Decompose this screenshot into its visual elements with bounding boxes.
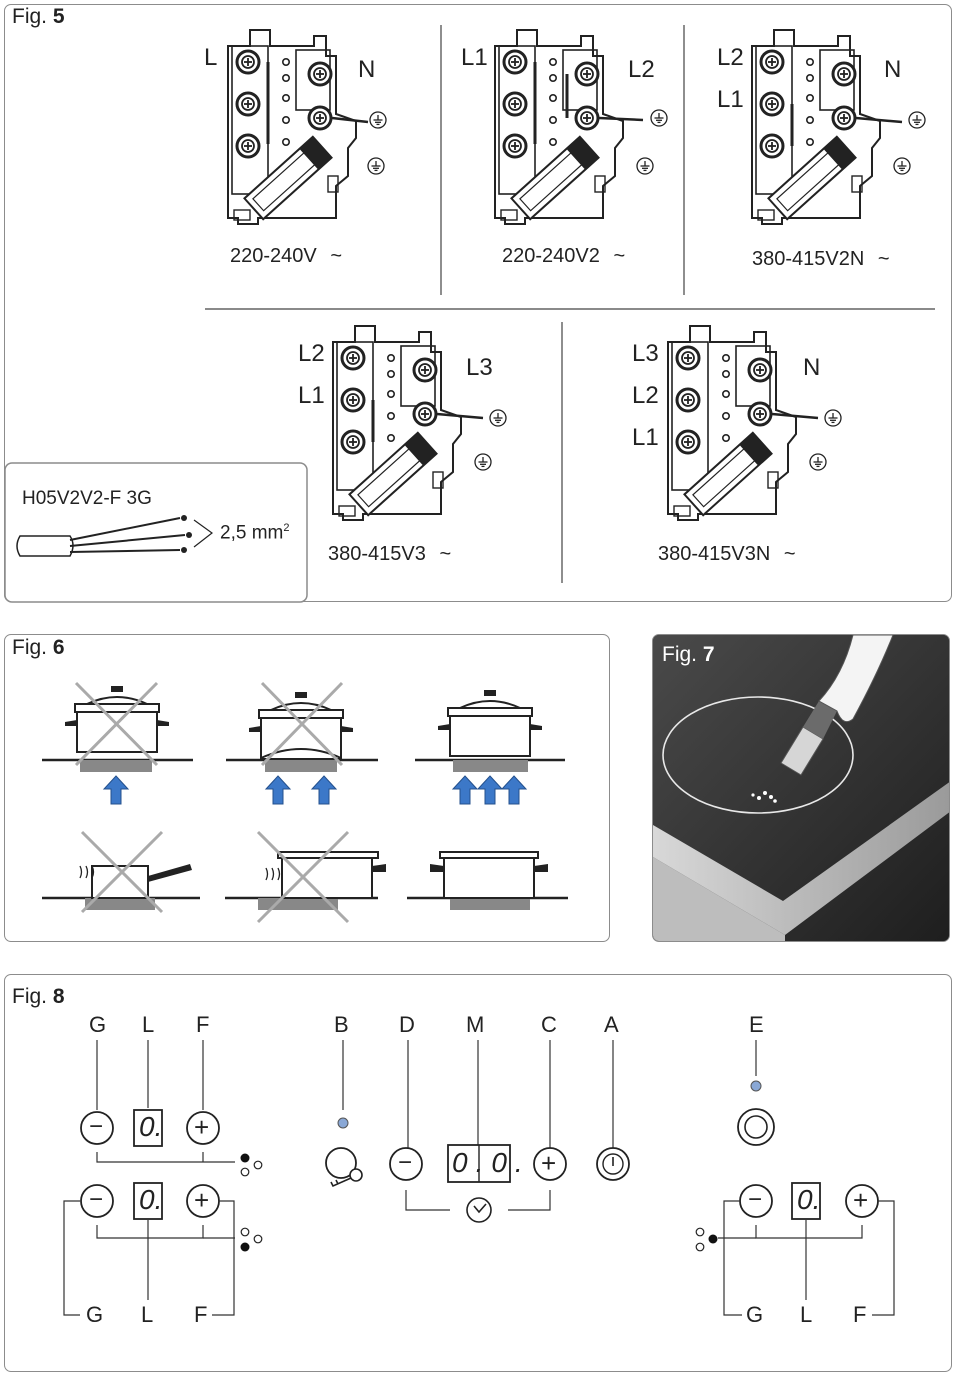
fig8-label-l-bottom-right: L [800, 1302, 813, 1327]
fig8-label-m: M [466, 1012, 485, 1037]
fig7-caption: Fig. 7 [662, 643, 715, 666]
fig7-drawing [653, 635, 949, 941]
fig8-caption: Fig. 8 [12, 985, 65, 1008]
diagram2-voltage: 220-240V2 ~ [502, 245, 626, 267]
diagram2-label-l1: L1 [461, 44, 488, 71]
timer-clock-icon [466, 1197, 492, 1223]
diagram5-voltage: 380-415V3N ~ [658, 543, 796, 565]
cable-illustration [16, 515, 214, 557]
fig7-panel [652, 634, 950, 942]
diagram1-label-n: N [358, 56, 376, 83]
cable-section: 2,5 mm2 [220, 522, 290, 544]
timer-display: 0.0. [452, 1147, 531, 1178]
diagram4-label-l1: L1 [298, 382, 325, 409]
extra-zone-button[interactable] [737, 1108, 775, 1146]
timer-minus-button[interactable]: − [398, 1149, 413, 1176]
minus-button-right[interactable]: − [748, 1186, 763, 1213]
diagram3-voltage: 380-415V2N ~ [752, 248, 890, 270]
fig6-caption: Fig. 6 [12, 636, 65, 659]
diagram5-label-l2: L2 [632, 382, 659, 409]
diagram5-label-l3: L3 [632, 340, 659, 367]
fig8-label-f-top: F [196, 1012, 210, 1037]
fig8-label-d: D [399, 1012, 415, 1037]
diagram3-label-l1: L1 [717, 86, 744, 113]
diagram5-label-n: N [803, 354, 821, 381]
fig8-label-b: B [334, 1012, 349, 1037]
fig8-label-a: A [604, 1012, 619, 1037]
diagram4-label-l3: L3 [466, 354, 493, 381]
fig8-label-g-bottom-right: G [746, 1302, 764, 1327]
fig8-label-g-bottom-left: G [86, 1302, 104, 1327]
fig8-label-l-top: L [142, 1012, 155, 1037]
diagram1-voltage: 220-240V ~ [230, 245, 342, 267]
power-button[interactable] [596, 1147, 630, 1181]
diagram5-label-l1: L1 [632, 424, 659, 451]
key-lock-icon [325, 1147, 363, 1188]
diagram3-label-l2: L2 [717, 44, 744, 71]
plus-button-top-left[interactable]: + [194, 1112, 210, 1142]
minus-button-bottom-left[interactable]: − [89, 1186, 104, 1213]
digit-display-right: 0. [797, 1184, 821, 1215]
plus-button-bottom-left[interactable]: + [194, 1185, 210, 1215]
fig8-label-f-bottom-left: F [194, 1302, 208, 1327]
digit-display-top-left: 0. [139, 1111, 163, 1142]
plus-button-right[interactable]: + [853, 1185, 869, 1215]
diagram4-label-l2: L2 [298, 340, 325, 367]
diagram4-voltage: 380-415V3 ~ [328, 543, 452, 565]
fig8-label-l-bottom-left: L [141, 1302, 154, 1327]
diagram3-label-n: N [884, 56, 902, 83]
cable-type: H05V2V2-F 3G [22, 488, 152, 509]
fig8-label-e: E [749, 1012, 764, 1037]
minus-button-top-left[interactable]: − [89, 1113, 104, 1140]
timer-plus-button[interactable]: + [541, 1148, 557, 1178]
fig8-label-c: C [541, 1012, 557, 1037]
diagram2-label-l2: L2 [628, 56, 655, 83]
fig5-caption: Fig. 5 [12, 5, 65, 28]
fig8-label-g-top: G [89, 1012, 107, 1037]
fig8-label-f-bottom-right: F [853, 1302, 867, 1327]
diagram1-label-l: L [204, 44, 218, 71]
digit-display-bottom-left: 0. [139, 1184, 163, 1215]
